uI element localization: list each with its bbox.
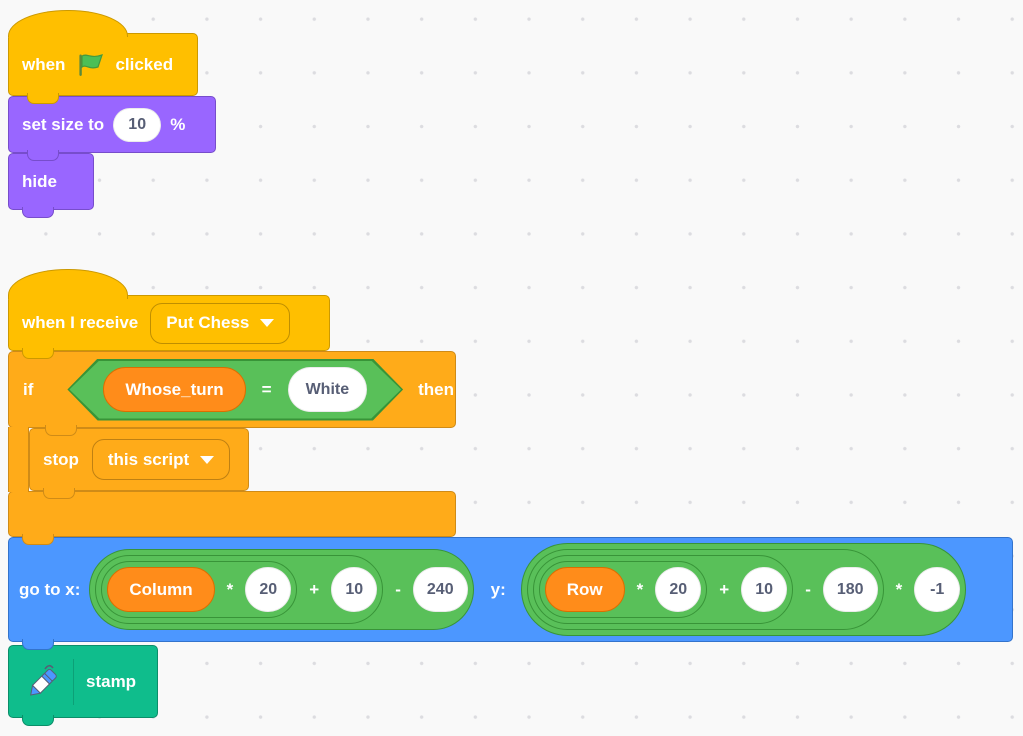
pen-icon xyxy=(21,662,61,702)
value-input-white[interactable]: White xyxy=(287,367,368,412)
number-input[interactable]: -1 xyxy=(914,567,961,612)
dropdown-arrow-icon xyxy=(260,319,275,327)
multiply-operator-block-outer[interactable]: Row * 20 + 10 - 180 * -1 xyxy=(520,543,967,636)
when-label: when xyxy=(22,54,66,74)
number-input[interactable]: 240 xyxy=(412,567,468,612)
then-label: then xyxy=(418,379,454,399)
block-bump xyxy=(22,348,54,359)
number-input[interactable]: 10 xyxy=(331,567,378,612)
stamp-label: stamp xyxy=(86,671,137,691)
add-operator-block[interactable]: Row * 20 + 10 xyxy=(532,555,794,624)
number-input[interactable]: 20 xyxy=(245,567,292,612)
multiply-operator-block[interactable]: Row * 20 xyxy=(538,561,708,618)
hat-dome xyxy=(8,10,128,37)
hide-label: hide xyxy=(22,171,57,191)
block-bump xyxy=(22,207,54,218)
block-bump xyxy=(27,150,59,161)
green-flag-icon xyxy=(76,53,104,77)
variable-column[interactable]: Column xyxy=(107,567,215,612)
stop-option-dropdown[interactable]: this script xyxy=(91,439,231,480)
number-input[interactable]: 180 xyxy=(822,567,878,612)
plus-sign: + xyxy=(309,579,320,599)
number-input[interactable]: 10 xyxy=(741,567,788,612)
subtract-operator-block[interactable]: Column * 20 + 10 - 240 xyxy=(89,549,474,630)
go-to-xy-block[interactable]: go to x: Column * 20 + 10 - 240 y: xyxy=(8,537,1013,650)
stop-label: stop xyxy=(43,449,79,469)
hide-block[interactable]: hide xyxy=(8,153,94,218)
multiply-sign: * xyxy=(895,579,903,599)
equals-sign: = xyxy=(261,379,272,399)
broadcast-dropdown[interactable]: Put Chess xyxy=(150,302,291,344)
plus-sign: + xyxy=(719,579,730,599)
hat-dome xyxy=(8,269,128,299)
multiply-sign: * xyxy=(636,579,644,599)
block-bump xyxy=(43,488,75,499)
block-bump xyxy=(22,534,54,545)
stop-block[interactable]: stop this script xyxy=(29,428,249,499)
if-label: if xyxy=(23,379,34,399)
if-then-block-bottom[interactable] xyxy=(8,491,456,545)
stamp-block[interactable]: stamp xyxy=(8,645,158,726)
number-input[interactable]: 20 xyxy=(655,567,702,612)
minus-sign: - xyxy=(805,579,811,599)
if-then-block-top[interactable]: if Whose_turn = White then xyxy=(8,351,456,436)
if-then-block-spine[interactable] xyxy=(8,427,29,492)
dropdown-arrow-icon xyxy=(200,455,215,464)
add-operator-block[interactable]: Column * 20 + 10 xyxy=(95,555,384,624)
minus-sign: - xyxy=(395,579,401,599)
multiply-sign: * xyxy=(226,579,234,599)
set-size-block[interactable]: set size to 10 % xyxy=(8,96,216,161)
y-label: y: xyxy=(490,579,506,599)
multiply-operator-block[interactable]: Column * 20 xyxy=(101,561,298,618)
variable-row[interactable]: Row xyxy=(544,567,625,612)
when-i-receive-block[interactable]: when I receive Put Chess xyxy=(8,269,330,359)
divider xyxy=(73,658,74,705)
set-size-label: set size to xyxy=(22,114,105,134)
when-flag-clicked-block[interactable]: when clicked xyxy=(8,10,198,104)
subtract-operator-block[interactable]: Row * 20 + 10 - 180 xyxy=(526,549,884,630)
equals-operator-block[interactable]: Whose_turn = White xyxy=(67,358,404,421)
when-i-receive-label: when I receive xyxy=(22,313,139,332)
percent-label: % xyxy=(170,114,186,134)
block-bump xyxy=(22,715,54,726)
clicked-label: clicked xyxy=(115,54,174,74)
variable-whose-turn[interactable]: Whose_turn xyxy=(103,367,246,412)
block-bump xyxy=(27,93,59,104)
block-bump xyxy=(45,425,77,436)
size-input[interactable]: 10 xyxy=(113,107,162,142)
block-bump xyxy=(22,639,54,650)
go-to-x-label: go to x: xyxy=(19,579,81,599)
